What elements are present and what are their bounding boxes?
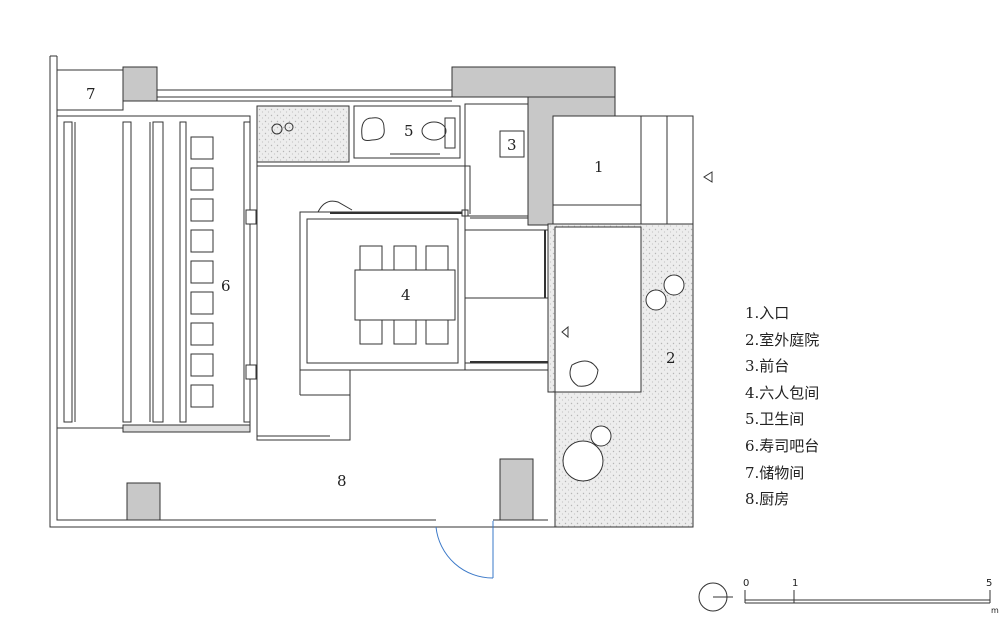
legend-item-courtyard: 2.室外庭院 xyxy=(745,330,820,349)
washroom xyxy=(353,105,461,159)
scale-tick-5: 5 xyxy=(986,578,992,589)
room-label-1: 1 xyxy=(594,158,604,176)
room-labels: 1 2 3 4 5 6 7 8 xyxy=(86,85,676,490)
room-label-3: 3 xyxy=(507,136,517,154)
courtyard-trees xyxy=(562,274,685,482)
room-label-8: 8 xyxy=(337,472,347,490)
room-label-7: 7 xyxy=(86,85,96,103)
inner-garden xyxy=(256,105,350,163)
scale-tick-0: 0 xyxy=(743,578,749,589)
screen-area xyxy=(464,217,549,364)
scale-tick-1: 1 xyxy=(792,578,798,589)
sushi-bar-area xyxy=(56,115,251,433)
entrance xyxy=(552,115,713,225)
structural-columns xyxy=(122,66,616,521)
legend-item-kitchen: 8.厨房 xyxy=(745,490,790,509)
legend-item-private-room: 4.六人包间 xyxy=(745,383,820,402)
legend-item-washroom: 5.卫生间 xyxy=(745,410,805,429)
legend-item-reception: 3.前台 xyxy=(745,357,790,376)
room-legend: 1.入口 2.室外庭院 3.前台 4.六人包间 5.卫生间 6.寿司吧台 7.储… xyxy=(745,300,819,513)
legend-item-storage: 7.储物间 xyxy=(745,463,805,482)
room-label-4: 4 xyxy=(401,286,411,304)
kitchen-door xyxy=(435,519,494,579)
legend-item-entrance: 1.入口 xyxy=(745,304,790,322)
north-arrow-icon xyxy=(698,582,733,612)
bar-stools xyxy=(190,136,214,408)
dining-table xyxy=(354,245,456,345)
outdoor-courtyard xyxy=(547,223,694,528)
room-label-5: 5 xyxy=(404,122,414,140)
scale-bar xyxy=(744,590,991,604)
legend-item-sushi-bar: 6.寿司吧台 xyxy=(745,436,820,455)
room-label-6: 6 xyxy=(221,277,231,295)
room-label-2: 2 xyxy=(666,349,676,367)
storage-room xyxy=(56,69,124,111)
reception xyxy=(464,96,529,217)
scale-unit: m xyxy=(991,606,999,615)
